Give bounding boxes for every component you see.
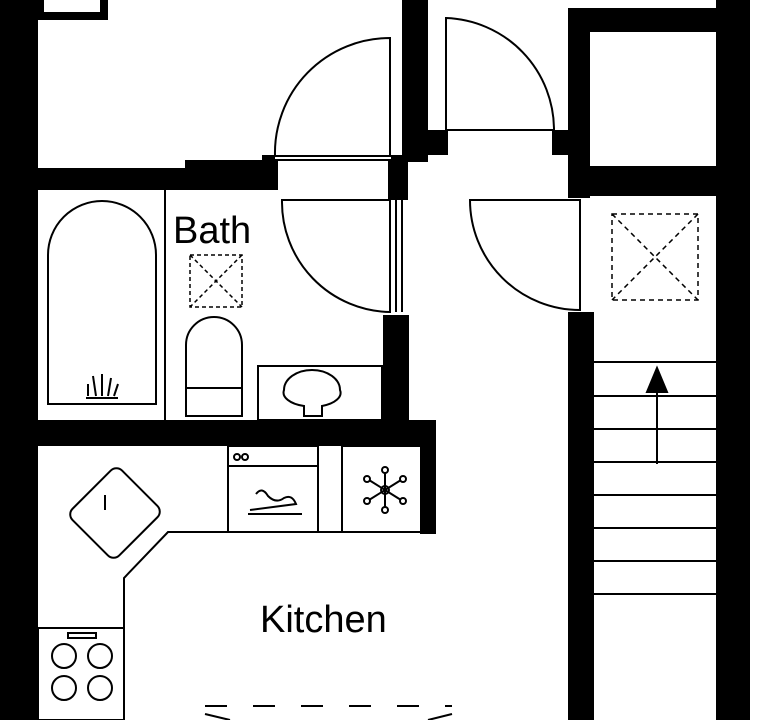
room-label-bath: Bath — [173, 210, 251, 252]
door-upper-right-arc — [445, 16, 556, 131]
wall-right-outer — [716, 0, 750, 720]
wall-bath-bottom — [38, 420, 436, 446]
washer-knob-1 — [233, 453, 241, 461]
room-label-kitchen: Kitchen — [260, 599, 387, 641]
bath-skylight-icon — [189, 254, 243, 308]
wall-bath-door-jamb — [388, 178, 408, 200]
wall-right-tower-left — [568, 8, 590, 198]
cooktop-handle — [67, 632, 97, 639]
fridge-box — [341, 445, 429, 533]
shower-drain-icon — [86, 374, 119, 399]
wall-top-left-inner — [44, 0, 100, 12]
cooktop — [37, 627, 125, 720]
arrow-up-icon — [645, 365, 669, 393]
wall-bath-top — [38, 168, 278, 190]
stairs — [594, 213, 716, 595]
burner-4 — [87, 675, 113, 701]
toilet — [185, 316, 243, 417]
washer-top-strip — [227, 445, 319, 467]
fan-icon — [363, 466, 407, 514]
wall-upper-center-step2 — [428, 130, 448, 155]
bath-vanity — [257, 365, 383, 421]
burner-2 — [87, 643, 113, 669]
wall-right-tower-top — [568, 8, 718, 32]
wall-bath-right — [383, 315, 409, 427]
wall-right-step — [552, 130, 572, 155]
door-hall-arc — [468, 199, 581, 312]
corner-sink — [69, 467, 161, 559]
bathtub — [47, 200, 157, 405]
kitchen-fixtures — [37, 445, 453, 720]
wall-left-outer — [0, 0, 38, 720]
burner-3 — [51, 675, 77, 701]
door-upper-left-arc — [273, 36, 391, 157]
walls — [0, 0, 750, 720]
wall-bath-top-jamb — [262, 155, 278, 190]
doors — [273, 16, 581, 314]
wall-stair-left — [568, 312, 594, 720]
overhead-diag-right — [427, 713, 453, 720]
wall-bath-top-step — [185, 160, 265, 172]
wall-upper-center — [402, 0, 428, 162]
door-upper-left-leaf — [273, 155, 393, 161]
overhead-diag-left — [204, 713, 231, 720]
washer-wave-icon — [249, 489, 298, 511]
bath-sink-icon — [282, 369, 342, 417]
hall-skylight-icon — [611, 213, 699, 301]
washer-knob-2 — [241, 453, 249, 461]
kitchen-counter — [38, 446, 229, 629]
door-bath-arc — [280, 199, 391, 314]
bath-fixtures — [47, 190, 383, 421]
burner-1 — [51, 643, 77, 669]
